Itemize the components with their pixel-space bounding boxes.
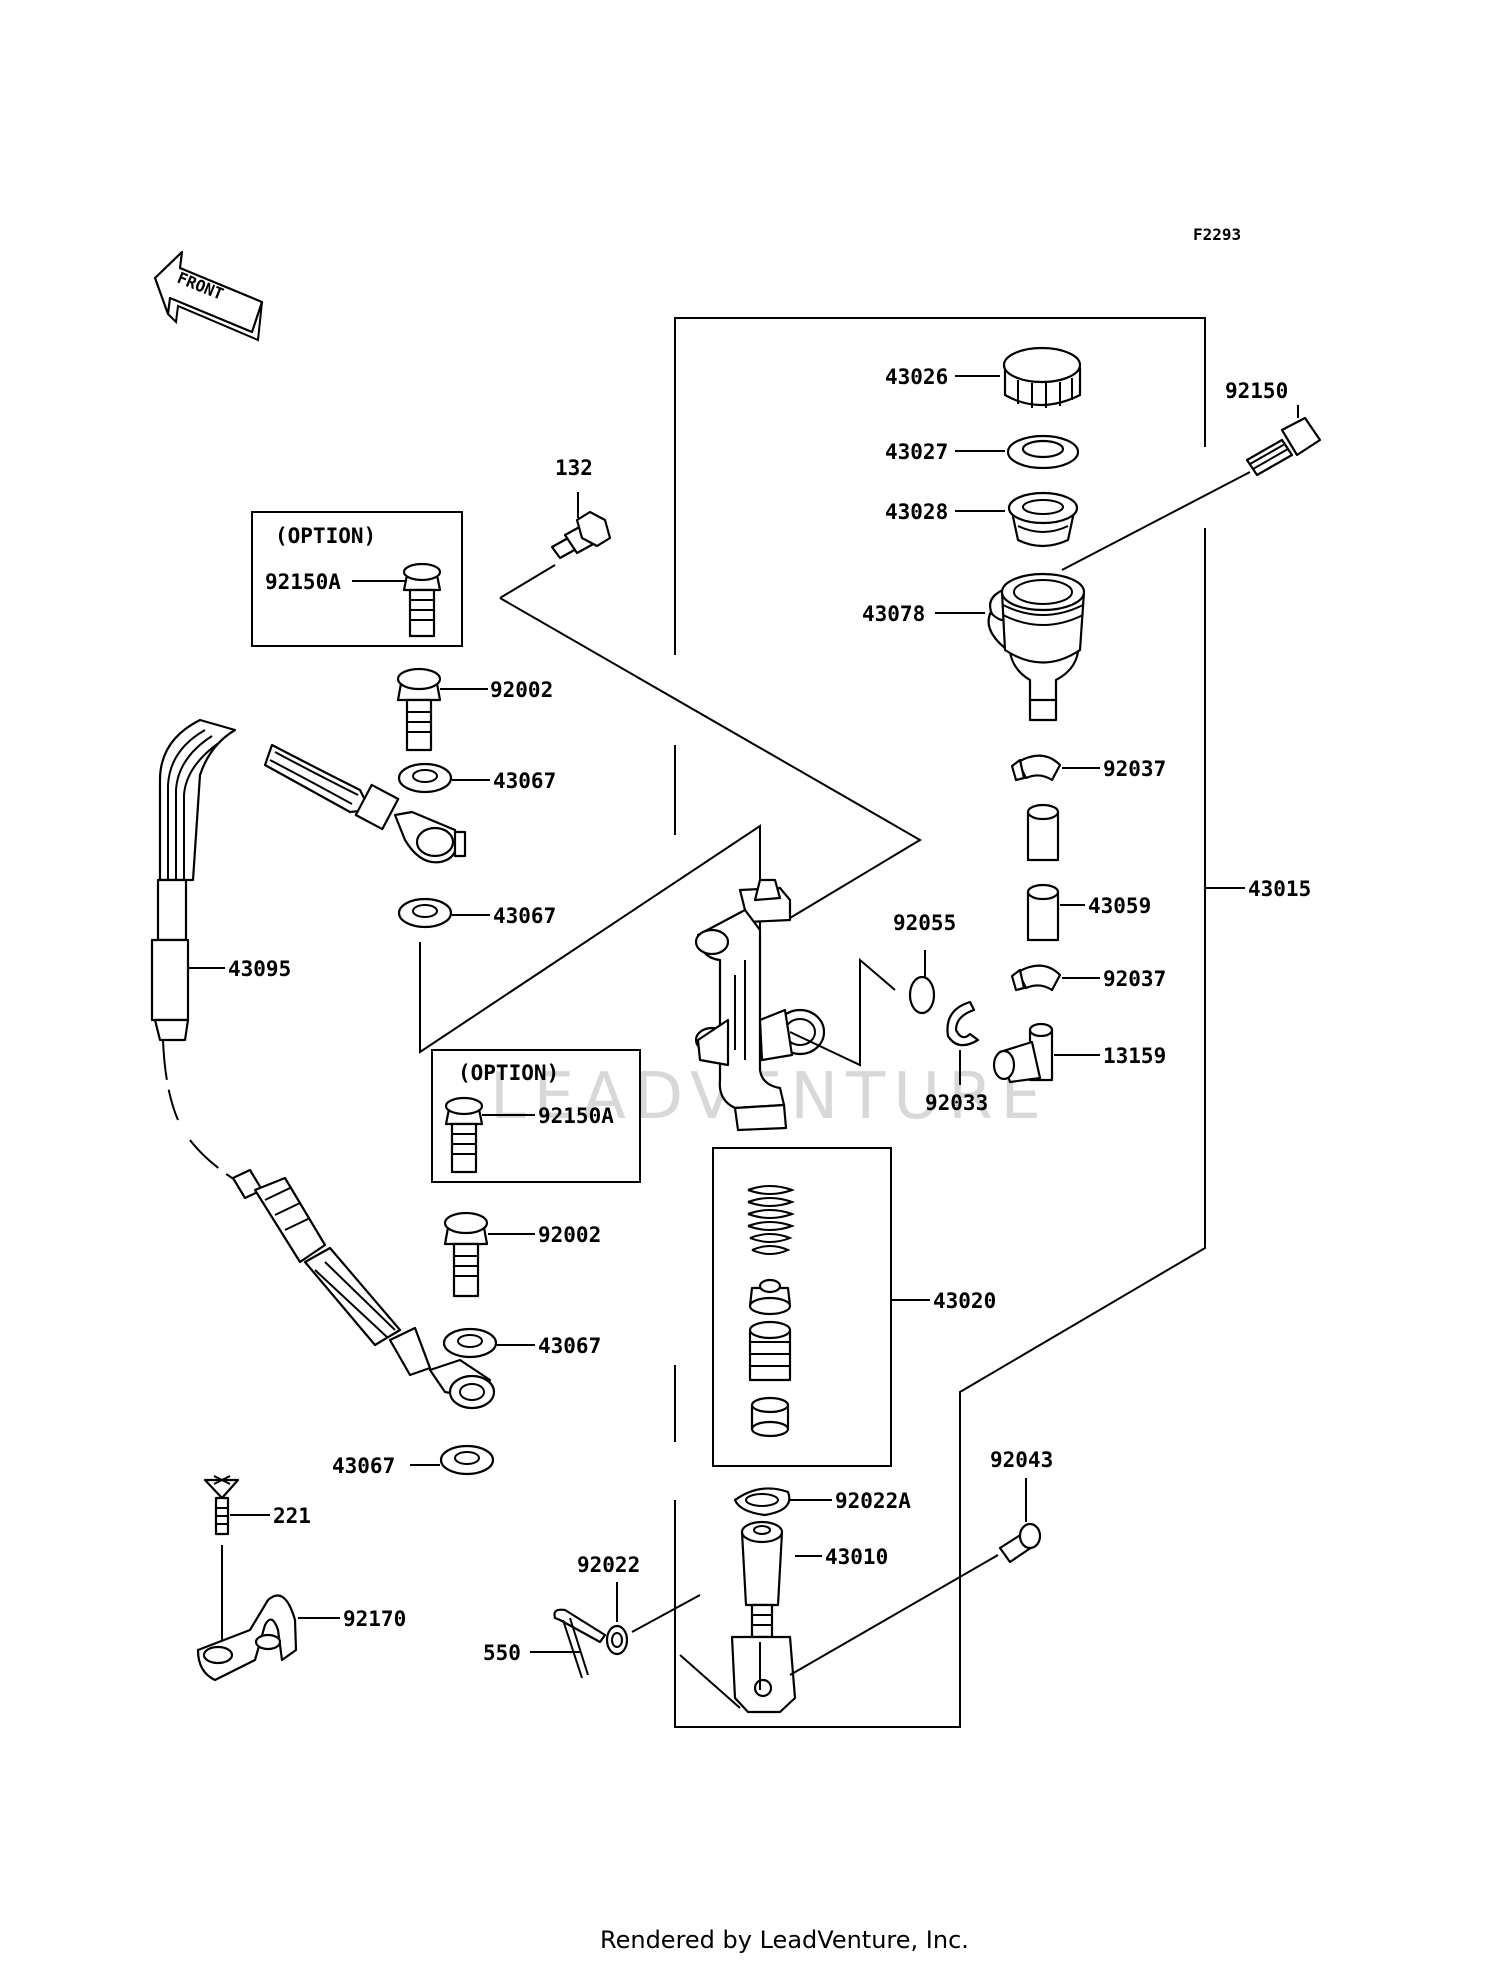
part-label-92002-bottom: 92002 [538,1223,601,1247]
screw-221 [203,1475,240,1536]
diaphragm-plate [1006,434,1080,470]
washer-43067-b [397,897,453,929]
washer-92022 [605,1624,629,1656]
part-label-43067-c: 43067 [538,1334,601,1358]
part-label-43027: 43027 [885,440,948,464]
part-label-43067-d: 43067 [332,1454,395,1478]
part-label-43020: 43020 [933,1289,996,1313]
master-cylinder-body [694,878,826,1132]
part-label-92037-a: 92037 [1103,757,1166,781]
part-label-132: 132 [555,456,593,480]
option-label-bottom: (OPTION) [458,1061,559,1085]
washer-43067-a [397,762,453,794]
brake-hose-lower [231,1168,496,1410]
part-label-43059: 43059 [1088,894,1151,918]
assembly-bracket-43015 [674,317,1206,1728]
part-label-92150: 92150 [1225,379,1288,403]
reservoir-tank [987,572,1086,722]
reservoir-cap [1002,346,1082,408]
washer-43067-c [442,1327,498,1359]
figure-code: F2293 [1193,225,1241,244]
option-label-top: (OPTION) [275,524,376,548]
option-box-top [251,511,463,647]
part-label-43010: 43010 [825,1545,888,1569]
bolt-92150a-top [402,562,442,638]
bolt-92150 [1245,416,1322,477]
part-label-92033: 92033 [925,1091,988,1115]
part-label-43095: 43095 [228,957,291,981]
part-label-92002-top: 92002 [490,678,553,702]
part-label-550: 550 [483,1641,521,1665]
part-label-92150a-top: 92150A [265,570,341,594]
part-label-92170: 92170 [343,1607,406,1631]
brake-hose-43095 [150,718,467,1042]
bolt-92150a-bottom [444,1096,484,1174]
part-label-92037-b: 92037 [1103,967,1166,991]
bolt-92002-bottom [443,1211,489,1298]
diaphragm [1007,491,1079,548]
hose-clamp-92037-b [1010,964,1062,992]
footer-credit: Rendered by LeadVenture, Inc. [600,1926,969,1954]
cotter-pin-550 [553,1608,607,1679]
bolt-92002-top [396,667,442,752]
part-label-92055: 92055 [893,911,956,935]
front-arrow-icon: FRONT [153,250,264,342]
part-label-43078: 43078 [862,602,925,626]
part-label-92022: 92022 [577,1553,640,1577]
part-label-92043: 92043 [990,1448,1053,1472]
fitting-13159 [992,1022,1054,1084]
part-label-43026: 43026 [885,365,948,389]
part-label-43015: 43015 [1248,877,1311,901]
part-label-221: 221 [273,1504,311,1528]
option-box-bottom [431,1049,641,1183]
circlip-92033 [946,1000,980,1047]
part-label-92022a: 92022A [835,1489,911,1513]
reservoir-hose-43059 [1026,803,1060,942]
part-label-43028: 43028 [885,500,948,524]
part-label-43067-a: 43067 [493,769,556,793]
washer-43067-d [439,1444,495,1476]
part-label-13159: 13159 [1103,1044,1166,1068]
piston-kit-box [712,1147,892,1467]
clevis-pin-92043 [998,1522,1042,1564]
push-rod-43010 [730,1520,797,1714]
banjo-bolt-132 [550,510,612,560]
o-ring-92055 [908,975,936,1015]
circlip-92022a [733,1487,791,1517]
part-label-92150a-bottom: 92150A [538,1104,614,1128]
hose-bracket-92170 [196,1594,298,1682]
piston-kit-parts [747,1185,795,1438]
hose-clamp-92037-a [1010,754,1062,782]
part-label-43067-b: 43067 [493,904,556,928]
